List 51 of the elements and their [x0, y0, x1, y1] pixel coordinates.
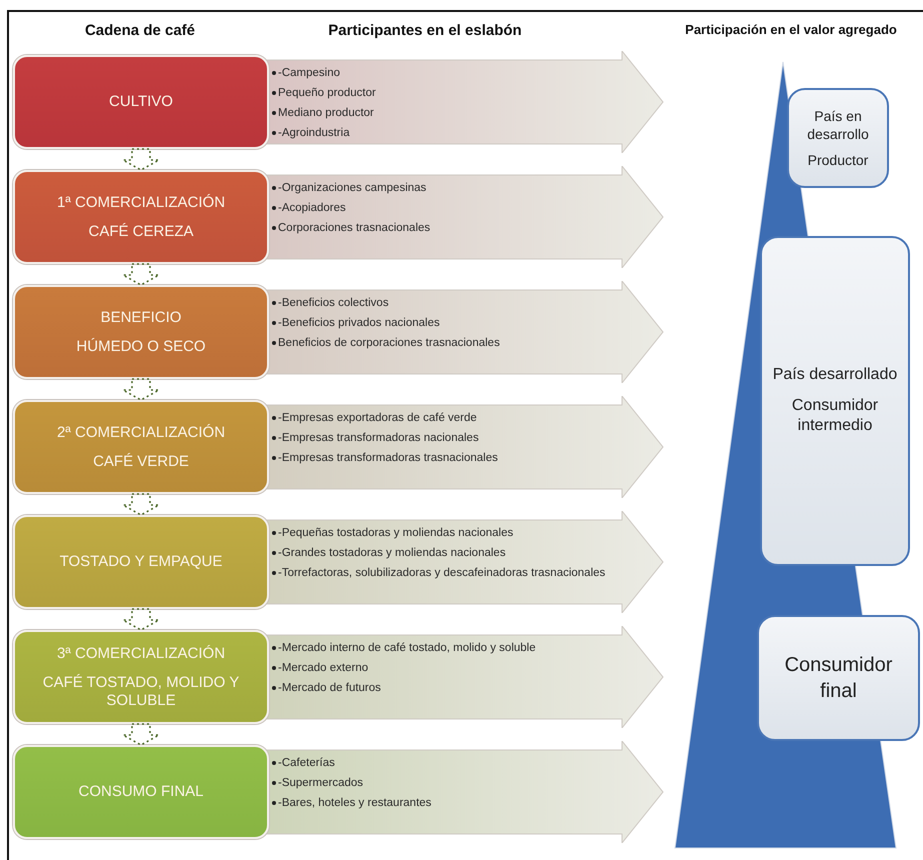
value-share-box [787, 88, 889, 188]
column-header: Cadena de café [84, 22, 196, 39]
value-share-label: Productor [806, 151, 870, 170]
stage-box [13, 400, 269, 494]
value-share-box [757, 615, 920, 741]
participant-item: -Empresas exportadoras de café verde [272, 408, 624, 428]
stage-box [13, 630, 269, 724]
participant-item: -Acopiadores [272, 198, 624, 218]
participant-item: -Mercado interno de café tostado, molido y soluble [272, 638, 624, 658]
participant-item: Corporaciones trasnacionales [272, 218, 624, 238]
stage-label: 1ª COMERCIALIZACIÓN [56, 194, 226, 211]
participant-item: -Bares, hoteles y restaurantes [272, 793, 624, 813]
value-share-label: Consumidor final [784, 653, 894, 704]
stage-label: CONSUMO FINAL [78, 783, 204, 801]
participant-item: -Organizaciones campesinas [272, 178, 624, 198]
participant-item: Pequeño productor [272, 83, 624, 103]
value-share-label: País en desarrollo [806, 106, 870, 144]
stage-label: CAFÉ VERDE [93, 453, 189, 470]
stage-label: TOSTADO Y EMPAQUE [60, 553, 222, 571]
value-share-label: País desarrollado [772, 364, 898, 385]
participant-item: -Empresas transformadoras trasnacionales [272, 448, 624, 468]
participant-item: -Empresas transformadoras nacionales [272, 428, 624, 448]
stage-label: CULTIVO [109, 93, 173, 111]
stage-box [13, 170, 269, 264]
value-share-label: Consumidor intermedio [790, 396, 880, 436]
participant-item: Beneficios de corporaciones trasnacionales [272, 333, 624, 353]
stage-label: HÚMEDO O SECO [76, 338, 206, 356]
participant-item: -Pequeñas tostadoras y moliendas nacionales [272, 523, 624, 543]
stage-box [13, 55, 269, 149]
stage-box [13, 515, 269, 609]
stage-label: 2ª COMERCIALIZACIÓN [56, 424, 226, 441]
stage-label: CAFÉ CEREZA [88, 223, 194, 240]
column-header: Participación en el valor agregado [684, 22, 898, 37]
participant-item: -Campesino [272, 63, 624, 83]
value-share-box [760, 236, 910, 566]
stage-label: CAFÉ TOSTADO, MOLIDO Y SOLUBLE [42, 674, 240, 709]
participant-item: -Torrefactoras, solubilizadoras y descafeinadoras trasnacionales [272, 563, 624, 583]
participant-item: -Mercado de futuros [272, 678, 624, 698]
participant-item: -Beneficios privados nacionales [272, 313, 624, 333]
participant-item: -Beneficios colectivos [272, 293, 624, 313]
column-header: Participantes en el eslabón [327, 22, 523, 39]
participant-item: -Cafeterías [272, 753, 624, 773]
stage-label: 3ª COMERCIALIZACIÓN [56, 645, 226, 662]
stage-box [13, 745, 269, 839]
stage-label: BENEFICIO [100, 308, 182, 326]
participant-item: -Agroindustria [272, 123, 624, 143]
participant-item: -Grandes tostadoras y moliendas nacionales [272, 543, 624, 563]
participant-item: -Supermercados [272, 773, 624, 793]
participant-item: -Mercado externo [272, 658, 624, 678]
stage-box [13, 285, 269, 379]
participant-item: Mediano productor [272, 103, 624, 123]
